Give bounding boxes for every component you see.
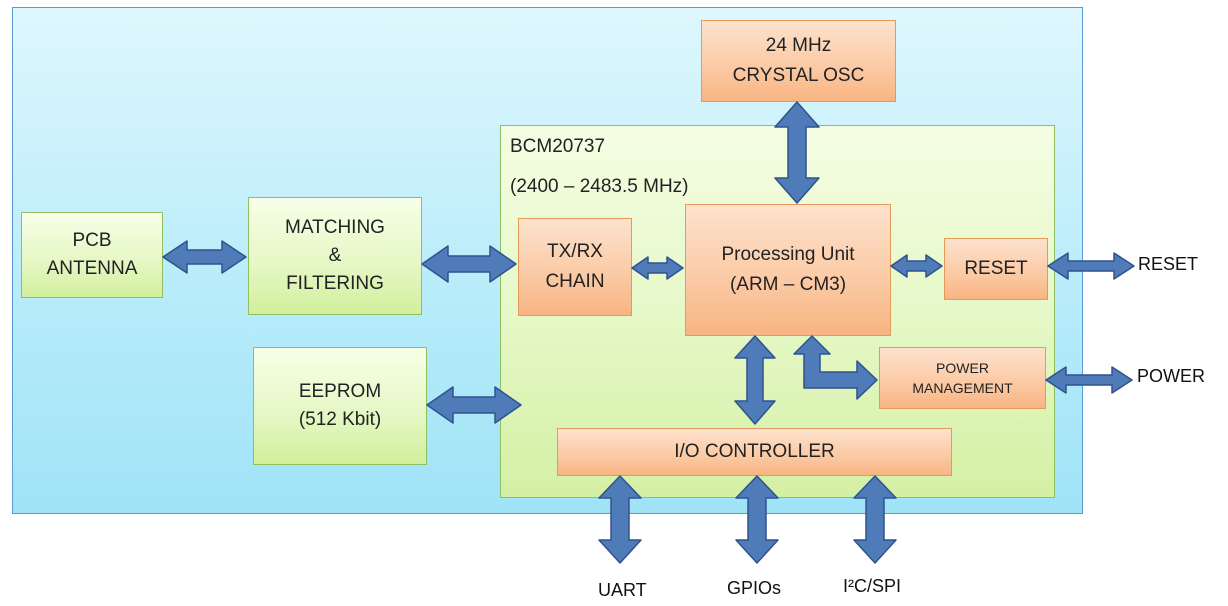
matching-txrx-arrow [421, 245, 517, 283]
eeprom-block: EEPROM (512 Kbit) [253, 347, 427, 465]
processing-power-arrow [793, 335, 878, 400]
crystal-osc-block: 24 MHz CRYSTAL OSC [701, 20, 896, 102]
crystal-line1: 24 MHz [765, 35, 832, 56]
io-i2c-spi-arrow [853, 475, 897, 564]
power-mgmt-line2: MANAGEMENT [912, 380, 1013, 396]
io-controller-label: I/O CONTROLLER [674, 441, 835, 462]
gpios-label: GPIOs [727, 578, 782, 598]
crystal-processing-arrow [774, 101, 820, 204]
reset-external-arrow [1047, 252, 1135, 280]
processing-reset-arrow [890, 254, 943, 278]
antenna-matching-arrow [162, 240, 247, 274]
matching-line1: MATCHING [285, 217, 385, 238]
txrx-chain-block: TX/RX CHAIN [518, 218, 632, 316]
uart-label: UART [598, 580, 647, 600]
processing-unit-block: Processing Unit (ARM – CM3) [685, 204, 891, 336]
txrx-line2: CHAIN [545, 271, 605, 292]
reset-label: RESET [964, 258, 1028, 279]
io-controller-block: I/O CONTROLLER [557, 428, 952, 476]
matching-filtering-block: MATCHING & FILTERING [248, 197, 422, 315]
chip-name: BCM20737 [510, 136, 606, 157]
i2c-spi-label: I²C/SPI [843, 576, 902, 596]
chip-band: (2400 – 2483.5 MHz) [510, 176, 689, 197]
eeprom-line2: (512 Kbit) [298, 409, 382, 430]
processing-line2: (ARM – CM3) [729, 274, 847, 295]
matching-line3: FILTERING [286, 273, 384, 294]
eeprom-line1: EEPROM [298, 381, 382, 402]
power-external-arrow [1045, 366, 1133, 394]
antenna-line2: ANTENNA [46, 258, 138, 279]
txrx-processing-arrow [631, 256, 684, 280]
io-gpios-arrow [735, 475, 779, 564]
crystal-line2: CRYSTAL OSC [732, 65, 865, 86]
pcb-antenna-block: PCB ANTENNA [21, 212, 163, 298]
processing-line1: Processing Unit [721, 244, 855, 265]
txrx-line1: TX/RX [547, 241, 603, 262]
antenna-line1: PCB [72, 230, 112, 251]
external-power-label: POWER [1137, 366, 1206, 386]
matching-line2: & [328, 245, 342, 266]
processing-io-arrow [734, 335, 776, 425]
reset-block: RESET [944, 238, 1048, 300]
external-reset-label: RESET [1138, 254, 1199, 274]
io-uart-arrow [598, 475, 642, 564]
power-mgmt-line1: POWER [936, 360, 989, 376]
power-management-block: POWER MANAGEMENT [879, 347, 1046, 409]
eeprom-chip-arrow [426, 386, 522, 424]
